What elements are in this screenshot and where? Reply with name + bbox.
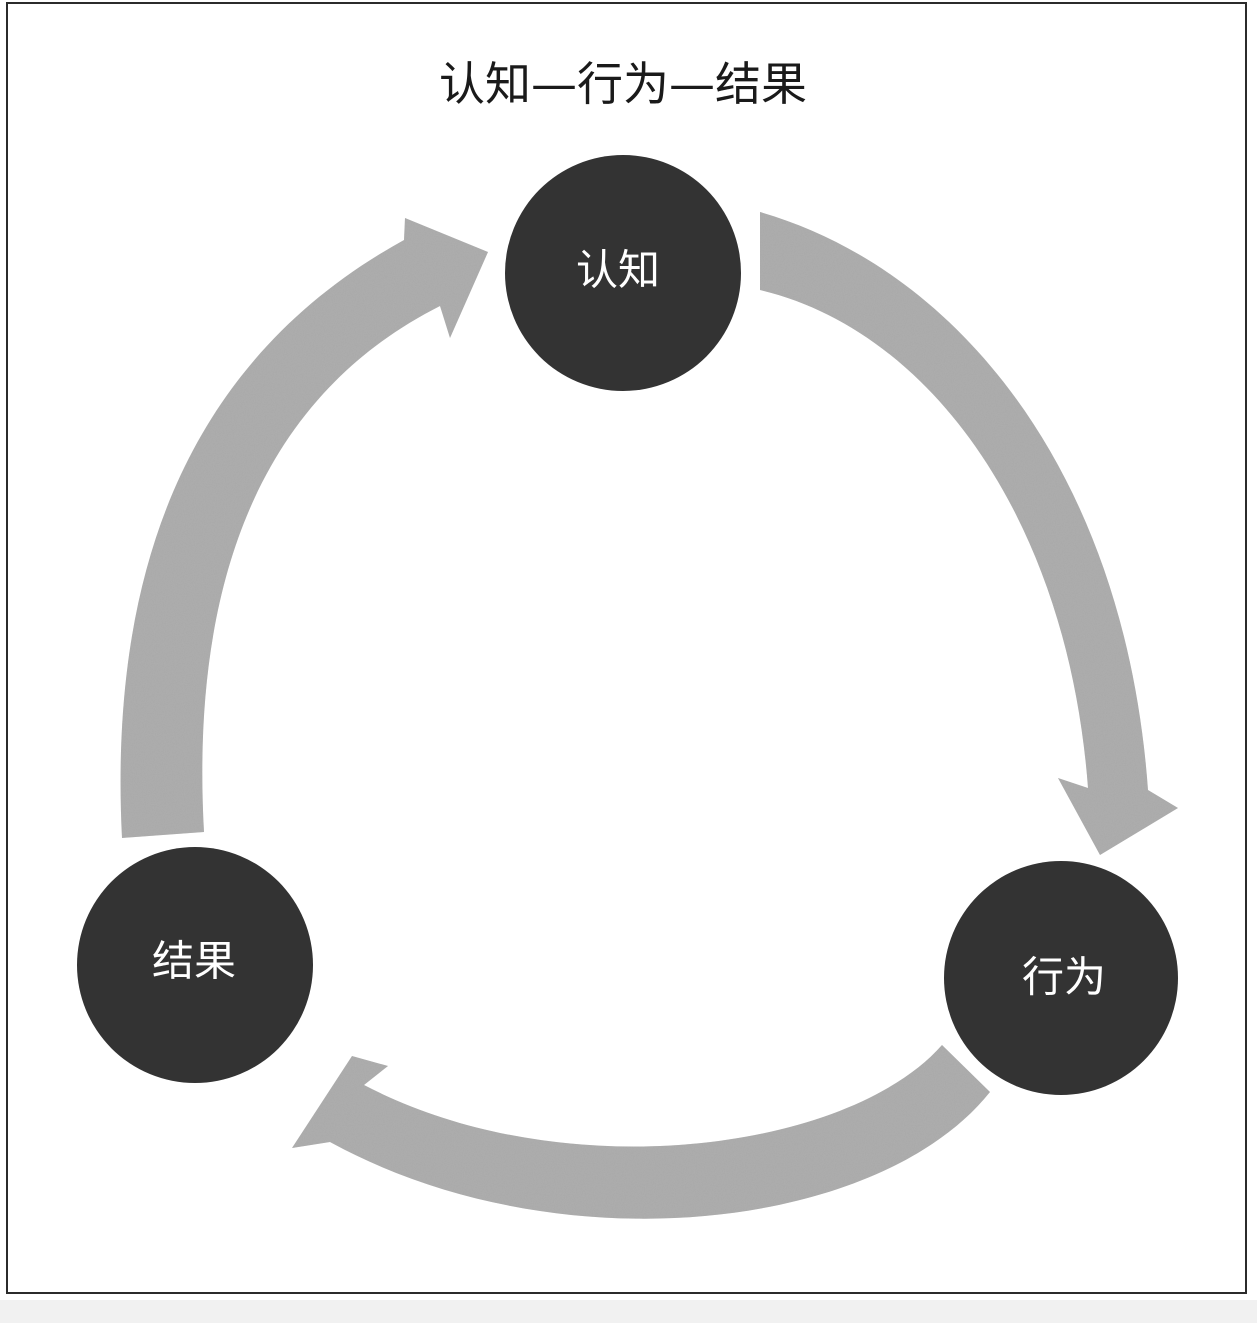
arrow-behavior-to-result — [292, 1045, 990, 1219]
node-behavior: 行为 — [944, 861, 1178, 1095]
node-label-result: 结果 — [152, 937, 236, 986]
arrow-cognition-to-behavior — [760, 212, 1178, 855]
diagram-title: 认知—行为—结果 — [439, 57, 807, 111]
node-label-behavior: 行为 — [1022, 953, 1106, 1002]
node-label-cognition: 认知 — [576, 246, 660, 295]
node-result: 结果 — [77, 847, 313, 1083]
node-cognition: 认知 — [505, 155, 741, 391]
arrow-result-to-cognition — [120, 218, 489, 838]
bottom-strip — [0, 1300, 1257, 1323]
